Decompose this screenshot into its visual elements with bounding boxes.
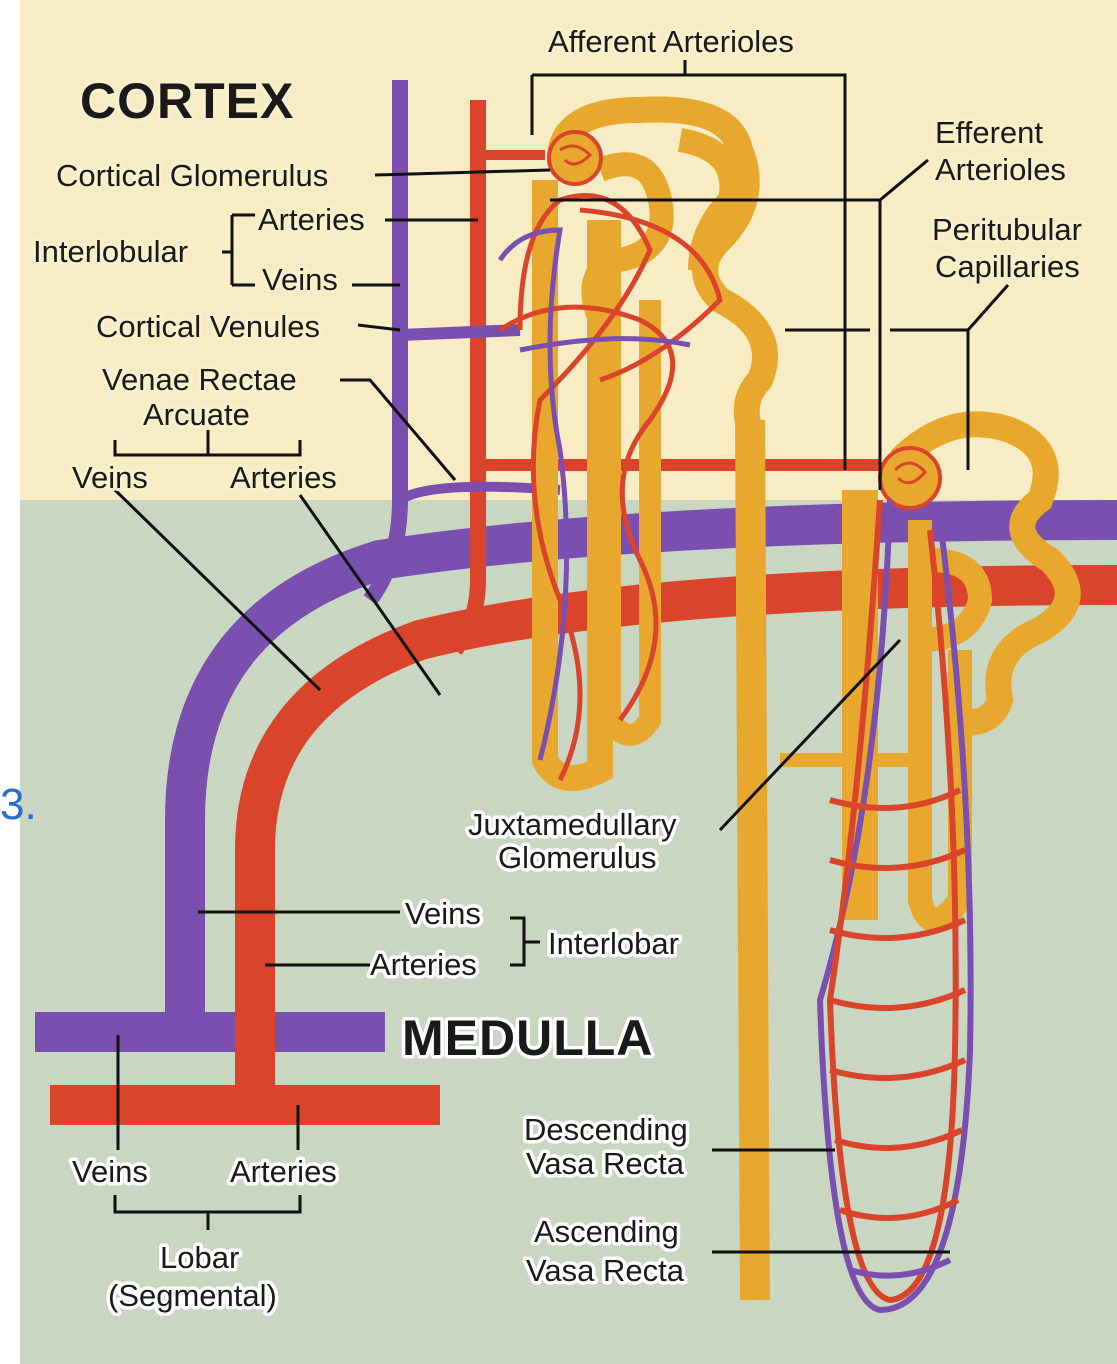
collecting-duct [750,420,755,1300]
label-peritubular-capillaries-1: Peritubular [932,212,1082,247]
region-label-cortex: CORTEX [80,73,294,129]
label-venae-rectae: Venae Rectae [102,362,297,397]
label-efferent-arterioles-1: Efferent [935,115,1043,150]
label-peritubular-capillaries-2: Capillaries [935,249,1080,284]
label-ascending-1: Ascending [534,1214,679,1249]
label-lobar-arteries: Arteries [230,1154,337,1189]
region-label-medulla: MEDULLA [402,1010,653,1066]
label-ascending-2: Vasa Recta [526,1253,685,1288]
label-interlobular-arteries: Arteries [258,202,365,237]
label-interlobar-arteries: Arteries [370,947,477,982]
label-cortical-glomerulus: Cortical Glomerulus [56,158,328,193]
label-descending-2: Vasa Recta [526,1146,685,1181]
label-efferent-arterioles-2: Arterioles [935,152,1066,187]
label-afferent-arterioles: Afferent Arterioles [548,24,794,59]
label-interlobar: Interlobar [548,926,679,961]
label-lobar-1: Lobar [160,1240,239,1275]
label-juxtamedullary-1: Juxtamedullary [468,807,677,842]
label-lobar-2: (Segmental) [108,1278,277,1313]
label-cortical-venules: Cortical Venules [96,309,320,344]
label-descending-1: Descending [524,1112,688,1147]
label-juxtamedullary-2: Glomerulus [498,840,657,875]
label-interlobular-veins: Veins [262,262,338,297]
slide-number-fragment: 3. [0,780,37,830]
label-interlobar-veins: Veins [405,896,481,931]
lobar-artery [50,1085,440,1125]
label-interlobular: Interlobular [33,234,188,269]
lobar-vein [35,1012,385,1052]
label-lobar-veins: Veins [72,1154,148,1189]
label-arcuate: Arcuate [143,397,250,432]
label-arcuate-veins: Veins [72,460,148,495]
label-arcuate-arteries: Arteries [230,460,337,495]
